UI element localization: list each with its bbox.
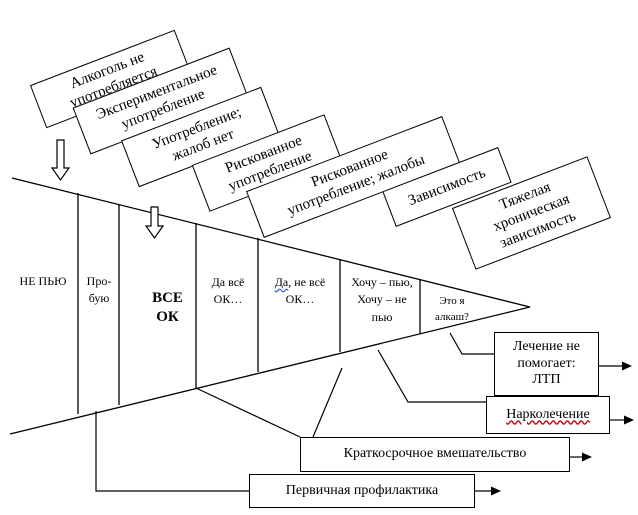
- output-arrowhead: [624, 415, 634, 425]
- connector-kratkosrochnoe: [312, 367, 343, 438]
- output-arrowhead: [582, 452, 592, 462]
- funnel-top-edge: [11, 177, 531, 308]
- stage-vse-ok: ВСЕ ОК: [152, 290, 183, 325]
- hollow-down-arrow: [144, 206, 165, 240]
- stage-da-ne-vse-ok: Да, не всё ОК…: [274, 275, 326, 307]
- connector-kratkosrochnoe: [195, 387, 301, 438]
- output-arrowhead: [491, 486, 501, 496]
- output-arrowhead: [622, 361, 632, 371]
- stage-ne-pyu: НЕ ПЬЮ: [19, 274, 67, 288]
- outcome-box-narkolechenie: Нарколечение: [486, 396, 610, 434]
- outcome-box-ltp: Лечение не помогает: ЛТП: [494, 332, 599, 396]
- stage-probuyu: Про- бую: [86, 274, 112, 306]
- stage-eto-ya-alkash: Это я алкаш?: [435, 295, 469, 323]
- funnel-bottom-edge: [9, 306, 531, 435]
- outcome-box-kratkosrochnoe: Краткосрочное вмешательство: [300, 437, 570, 472]
- stage-hochu-pyu: Хочу – пью, Хочу – не пью: [351, 275, 413, 324]
- connector-ltp: [449, 332, 494, 355]
- outcome-box-pervichnaya: Первичная профилактика: [249, 474, 475, 508]
- stage-da-vse-ok: Да всё ОК…: [211, 275, 245, 307]
- connector-narkolechenie: [377, 349, 486, 403]
- connector-pervichnaya: [95, 411, 249, 492]
- hollow-down-arrow: [50, 139, 71, 182]
